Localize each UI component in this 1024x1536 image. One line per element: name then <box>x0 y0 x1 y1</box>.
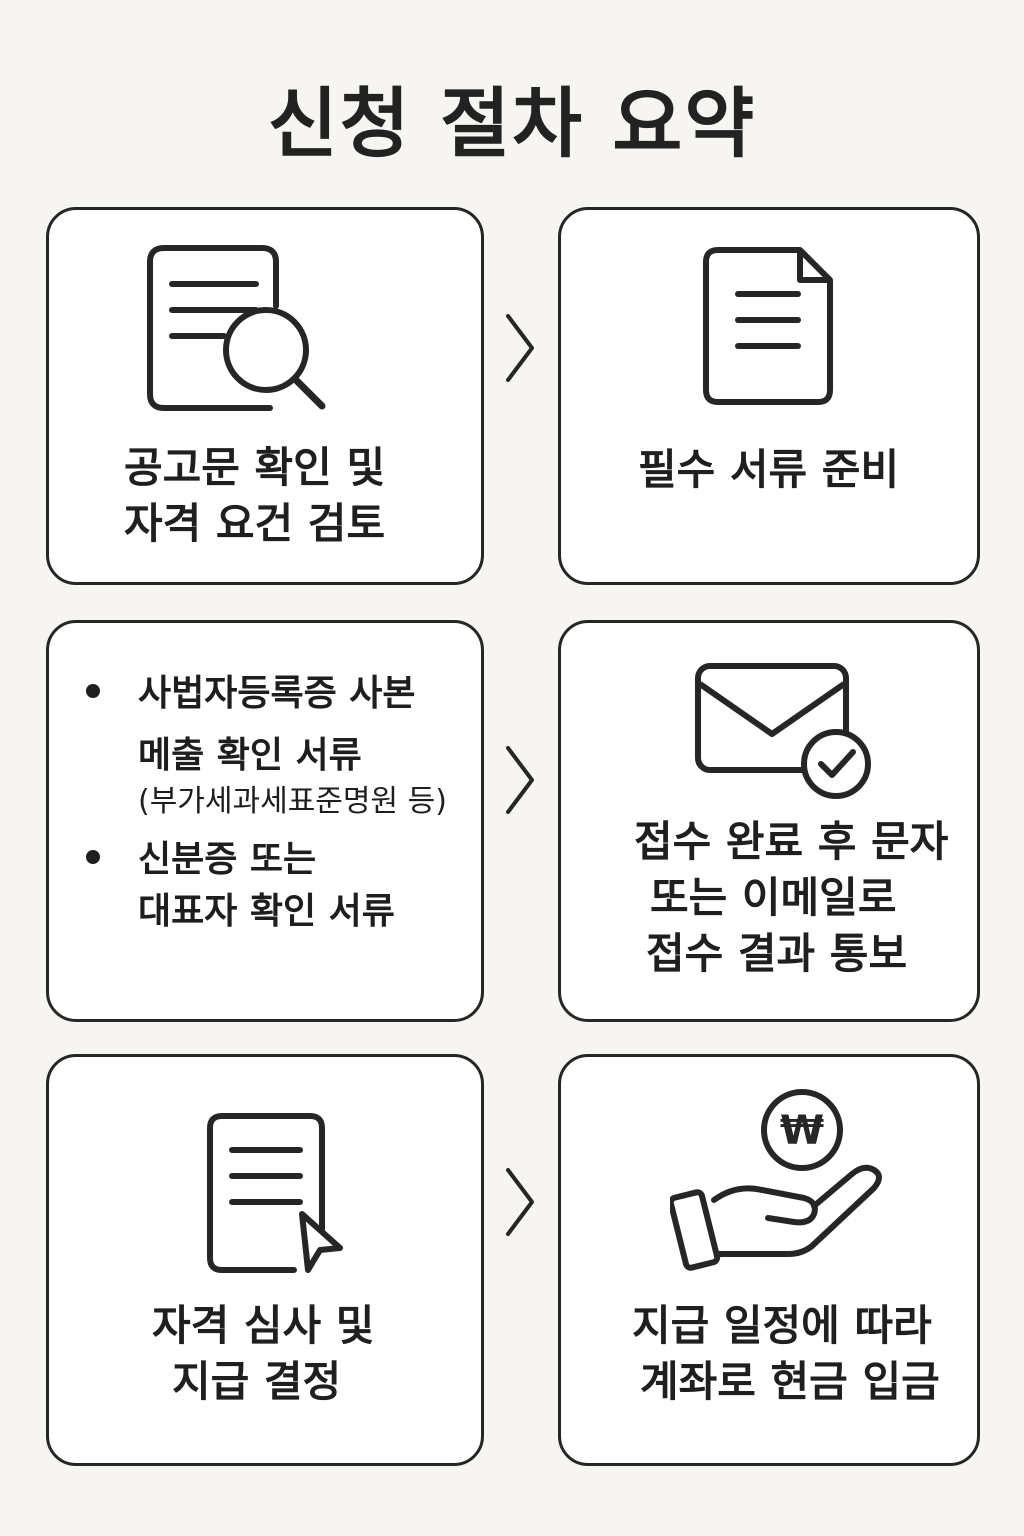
chevron-right-icon <box>506 314 534 382</box>
list-item-text-2: 대표자 확인 서류 <box>138 891 395 932</box>
step-1-line-2: 자격 요건 검토 <box>124 499 386 548</box>
list-item-note: (부가세과세표준명원 등) <box>138 784 447 819</box>
list-item: 사법자등록증 사본 <box>86 668 466 720</box>
hand-coin-icon: ₩ <box>670 1089 882 1271</box>
step-card-6 <box>558 1054 980 1466</box>
step-4-line-3: 접수 결과 통보 <box>646 929 908 978</box>
step-card-2 <box>558 207 980 585</box>
step-4-text: 접수 완료 후 문자 또는 이메일로 접수 결과 통보 <box>634 814 948 982</box>
step-6-text: 지급 일정에 따라 계좌로 현금 입금 <box>632 1298 940 1410</box>
list-item: 메출 확인 서류 (부가세과세표준명원 등) <box>86 730 466 822</box>
step-card-5 <box>46 1054 484 1466</box>
chevron-right-icon <box>506 1168 534 1236</box>
list-item-text: 메출 확인 서류 <box>138 735 362 776</box>
bullet-icon <box>86 850 100 864</box>
step-5-line-1: 자격 심사 및 <box>152 1301 375 1350</box>
list-item-text: 사법자등록증 사본 <box>138 673 416 714</box>
mail-check-icon <box>695 663 871 799</box>
chevron-right-icon <box>506 746 534 814</box>
bullet-icon <box>86 684 100 698</box>
step-4-line-1: 접수 완료 후 문자 <box>634 817 949 866</box>
document-icon <box>703 247 833 405</box>
page-title: 신청 절차 요약 <box>267 79 757 168</box>
step-1-line-1: 공고문 확인 및 <box>124 443 386 492</box>
step-card-3 <box>46 620 484 1022</box>
coin-symbol: ₩ <box>780 1108 824 1154</box>
document-cursor-icon <box>207 1113 343 1273</box>
list-item: 신분증 또는 대표자 확인 서류 <box>86 834 466 938</box>
step-2-line-1: 필수 서류 준비 <box>638 445 900 494</box>
step-4-line-2: 또는 이메일로 <box>650 873 897 922</box>
step-6-line-1: 지급 일정에 따라 <box>632 1301 932 1350</box>
step-5-line-2: 지급 결정 <box>172 1357 342 1406</box>
step-card-1 <box>46 207 484 585</box>
step-1-text: 공고문 확인 및 자격 요건 검토 <box>124 440 385 552</box>
step-card-4 <box>558 620 980 1022</box>
step-2-text: 필수 서류 준비 <box>638 442 899 498</box>
list-item-text: 신분증 또는 <box>138 839 317 880</box>
required-documents-list: 사법자등록증 사본 메출 확인 서류 (부가세과세표준명원 등) 신분증 또는 … <box>86 668 466 938</box>
step-5-text: 자격 심사 및 지급 결정 <box>152 1298 374 1410</box>
step-6-line-2: 계좌로 현금 입금 <box>640 1357 940 1406</box>
document-search-icon <box>147 245 326 411</box>
